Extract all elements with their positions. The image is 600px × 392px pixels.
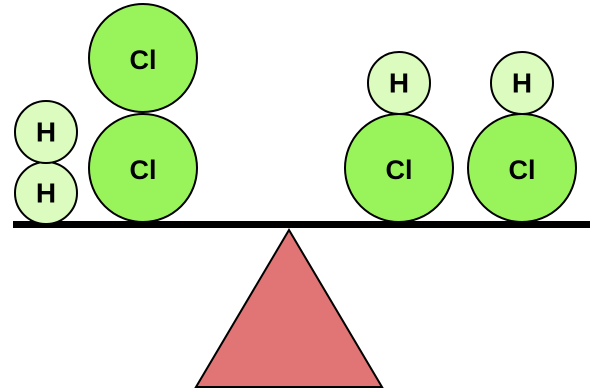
cl-atom-label: Cl <box>386 155 413 185</box>
cl-atom-label: Cl <box>130 45 157 75</box>
balance-beam <box>13 221 590 228</box>
hcl-molecule: Cl H <box>467 51 577 223</box>
h-atom-label: H <box>36 117 56 148</box>
h-atom <box>14 100 78 164</box>
cl-atom <box>88 113 198 223</box>
cl-atom-label: Cl <box>509 155 536 185</box>
h-atom <box>490 51 554 115</box>
h-atom <box>367 51 431 115</box>
hcl-molecule: Cl H <box>344 51 454 223</box>
h-atom-label: H <box>389 68 409 99</box>
h-atom-label: H <box>512 68 532 99</box>
cl-atom-label: Cl <box>130 155 157 185</box>
fulcrum-triangle <box>194 228 384 388</box>
cl-atom <box>88 3 198 113</box>
cl2-molecule: Cl Cl <box>88 3 198 223</box>
h-atom-label: H <box>36 178 56 209</box>
h2-molecule: H H <box>14 100 78 225</box>
